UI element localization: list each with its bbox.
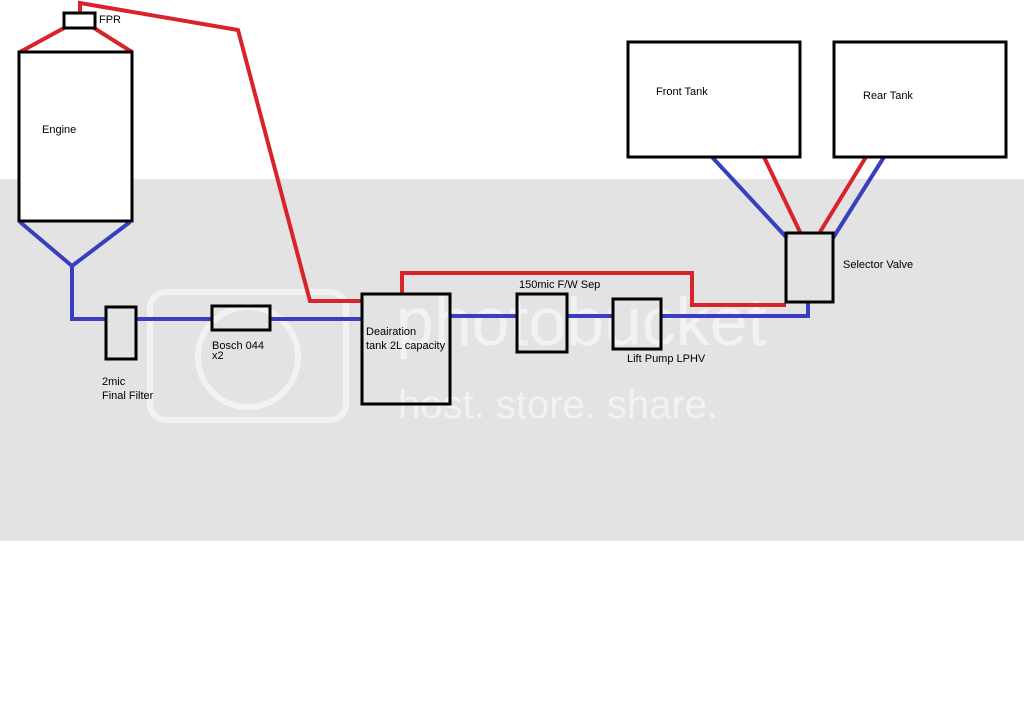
- lift-pump-label: Lift Pump LPHV: [627, 353, 706, 365]
- selector-valve-box: [784, 231, 835, 304]
- watermark-camera-icon: [147, 289, 349, 423]
- watermark-brand: photobucket: [396, 284, 767, 360]
- rear-tank-box: [832, 40, 1008, 159]
- supply-line-front-tank: [710, 155, 789, 240]
- front-tank-box: [626, 40, 802, 159]
- lift-pump-box: [611, 297, 663, 351]
- rear-tank-label: Rear Tank: [863, 90, 913, 102]
- final-filter-box: [104, 305, 138, 361]
- return-line-tank-to-valve: [400, 271, 786, 307]
- fw-separator-label: 150mic F/W Sep: [519, 279, 601, 291]
- return-line-front-tank: [762, 156, 802, 233]
- components: [17, 11, 1008, 406]
- supply-line-engine-to-filter: [70, 266, 106, 321]
- selector-valve-label: Selector Valve: [843, 259, 914, 271]
- grey-band: [0, 179, 1024, 541]
- deaeration-tank-box: [360, 292, 452, 406]
- return-line-rear-tank: [818, 155, 868, 234]
- engine-box: [17, 50, 134, 223]
- fpr-box: [62, 11, 97, 30]
- bosch-pumps-label: Bosch 044 x2: [212, 340, 264, 362]
- return-line-engine-right: [92, 26, 134, 54]
- bosch-pump-box: [210, 304, 272, 332]
- return-line-engine-left: [19, 26, 65, 54]
- return-lines: [19, 0, 868, 307]
- deaeration-tank-label: Deairation tank 2L capacity: [366, 326, 446, 352]
- supply-line-pump-to-valve: [661, 302, 810, 318]
- final-filter-label: 2mic Final Filter: [102, 376, 154, 402]
- fw-separator-box: [515, 292, 569, 354]
- fpr-label: FPR: [99, 14, 121, 26]
- supply-line-rear-tank: [831, 155, 886, 240]
- engine-label: Engine: [42, 124, 77, 136]
- front-tank-label: Front Tank: [656, 86, 708, 98]
- return-line-fpr-to-tank: [78, 0, 362, 303]
- supply-lines: [18, 155, 886, 321]
